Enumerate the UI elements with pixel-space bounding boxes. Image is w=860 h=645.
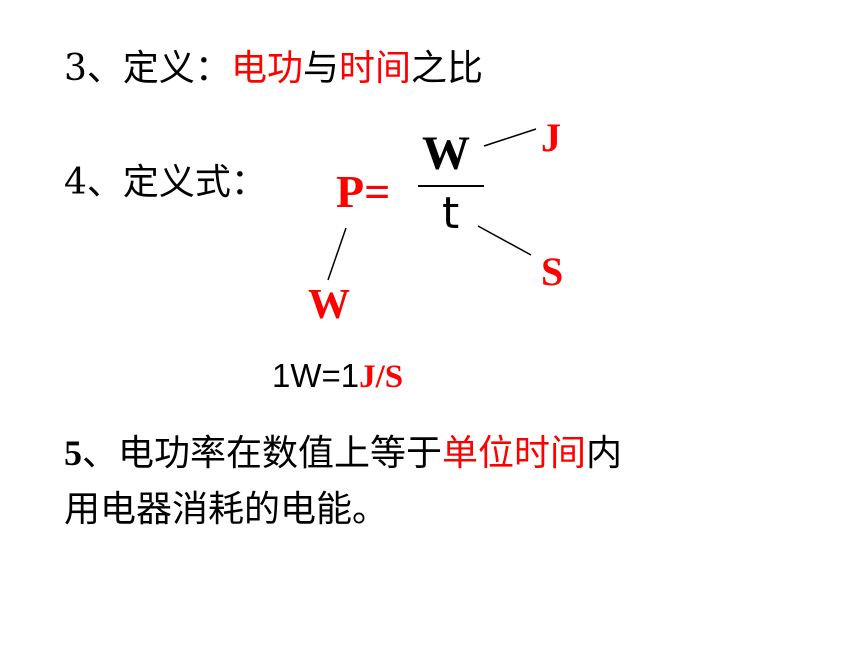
unit-watt: W — [308, 282, 350, 328]
term-unit-time: 单位时间 — [442, 433, 587, 474]
definition-line: 3、定义：电功与时间之比 — [64, 44, 483, 94]
formula-numerator: W — [422, 127, 470, 180]
item-number: 4 — [64, 162, 87, 203]
connector-p-to-w — [327, 227, 347, 281]
conjunction: 与 — [302, 48, 339, 89]
term-time: 时间 — [338, 48, 411, 89]
statement-text-after: 内 — [586, 433, 623, 474]
formula-denominator: t — [442, 188, 460, 239]
item-number: 5 — [64, 433, 82, 473]
item-separator: 、 — [86, 162, 123, 203]
statement-line-2: 用电器消耗的电能。 — [64, 489, 389, 530]
item-number: 3 — [64, 48, 87, 89]
unit-joule: J — [541, 115, 561, 160]
definition-label: 定义： — [122, 48, 231, 89]
unit-second: S — [541, 249, 564, 294]
formula-lhs: P= — [336, 166, 391, 217]
term-electric-work: 电功 — [230, 48, 303, 89]
item-separator: 、 — [82, 433, 119, 474]
connector-numerator-to-j — [483, 128, 537, 147]
formula-label: 定义式： — [122, 162, 267, 203]
connector-denominator-to-s — [477, 225, 532, 256]
conversion-prefix: 1W=1 — [272, 357, 360, 394]
item-separator: 、 — [86, 48, 123, 89]
formula-line: 4、定义式： — [64, 158, 267, 208]
statement-line: 5、电功率在数值上等于单位时间内 — [64, 428, 622, 479]
definition-tail: 之比 — [410, 48, 483, 89]
conversion-unit: J/S — [359, 359, 404, 395]
statement-text-before: 电功率在数值上等于 — [118, 433, 443, 474]
unit-conversion: 1W=1J/S — [272, 354, 403, 399]
